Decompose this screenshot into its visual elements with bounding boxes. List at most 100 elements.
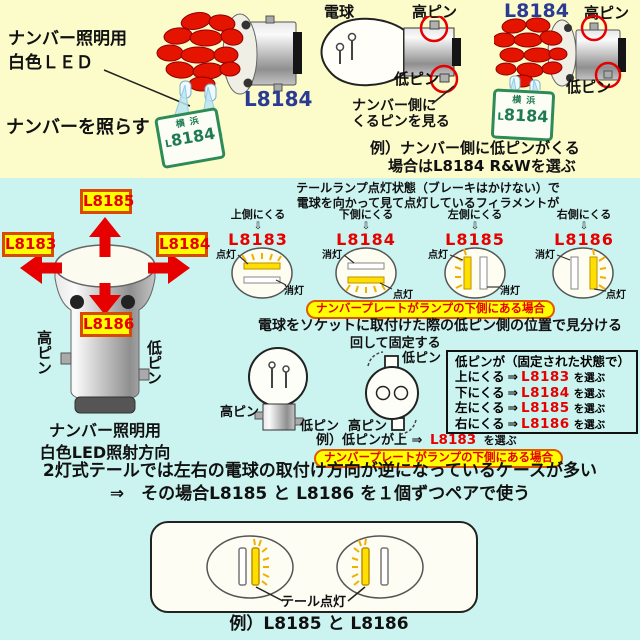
socket-example-line: 例）低ピンが上 ⇒ L8183 を選ぶ [316, 432, 517, 449]
low-pin-label-small-bulb: 低ピン [300, 419, 340, 434]
socket-example-suffix: を選ぶ [483, 434, 517, 447]
white-led-note-line1: ナンバー照明用 [8, 29, 127, 49]
filament-position: 右側にくる [556, 208, 612, 221]
filament-model: L8183 [228, 230, 288, 249]
down-arrow-icon: ⇩ [470, 221, 480, 232]
state-off-label: 消灯 [535, 250, 555, 261]
plate-digits: 8184 [503, 105, 549, 127]
tail-lit-label: テール点灯 [281, 595, 347, 610]
rule-model: L8186 [521, 415, 570, 432]
rule-arrow: ⇒ [507, 384, 518, 400]
pair-note-line1: 2灯式テールでは左右の電球の取付け方向が逆になっているケースが多い [42, 461, 598, 481]
state-lit-label: 点灯 [428, 250, 448, 261]
direction-caption: ナンバー照明用 白色LED照射方向 [15, 420, 195, 464]
filament-intro: テールランプ点灯状態（ブレーキはかけない）で 電球を向かって見て点灯しているフィ… [218, 181, 638, 210]
white-led-note-line2: 白色ＬＥＤ [8, 53, 93, 73]
model-tag-up: L8185 [80, 189, 134, 214]
rule-position: 右にくる [455, 415, 505, 431]
top-example-line2: 場合はL8184 R&Wを選ぶ [388, 157, 576, 175]
rule-suffix: を選ぶ [573, 372, 606, 384]
led-bulb-left-illustration [156, 12, 302, 102]
note-pill-below-lamp-2: ナンバープレートがランプの下側にある場合 [314, 449, 563, 468]
rule-position: 下にくる [455, 384, 505, 400]
model-tag-down: L8186 [80, 312, 134, 337]
state-off-label: 消灯 [322, 250, 342, 261]
filament-position: 下側にくる [338, 208, 394, 221]
pointer-line-to-white-led [103, 69, 191, 107]
filament-column-bottom: 下側にくる ⇩ L8184 [314, 209, 418, 248]
rule-model: L8185 [521, 400, 570, 416]
socket-top-view-illustration [365, 351, 419, 435]
rule-suffix: を選ぶ [573, 387, 606, 400]
rule-model: L8183 [521, 369, 570, 385]
illuminate-plate-label: ナンバーを照らす [6, 117, 150, 138]
rule-arrow: ⇒ [507, 400, 518, 415]
model-tag-left: L8183 [2, 232, 56, 257]
filament-column-top: 上側にくる ⇩ L8183 [206, 209, 310, 248]
direction-caption-line1: ナンバー照明用 [48, 421, 161, 440]
state-lit-label: 点灯 [393, 290, 413, 301]
pair-note-line2: ⇒ その場合L8185 と L8186 を１個ずつペアで使う [109, 484, 531, 504]
low-pin-label-middle: 低ピン [394, 70, 440, 88]
model-tag-right: L8184 [156, 232, 210, 257]
high-pin-label-small-bulb: 高ピン [220, 405, 260, 420]
rule-model: L8184 [521, 384, 570, 401]
rule-suffix: を選ぶ [573, 418, 606, 431]
pin-note-line2: くるピンを見る [352, 114, 450, 130]
socket-example-model: L8183 [429, 432, 477, 448]
direction-caption-line2: 白色LED照射方向 [39, 443, 171, 462]
filament-model: L8185 [445, 230, 505, 249]
license-plate-left: 横浜 L8184 [153, 106, 227, 170]
filament-column-right: 右側にくる ⇩ L8186 [532, 209, 636, 248]
state-lit-label: 点灯 [606, 290, 626, 301]
filament-intro-line2: 電球を向かって見て点灯しているフィラメントが [296, 195, 560, 210]
high-pin-label-socket: 高ピン [348, 419, 388, 434]
low-pin-label-socket: 低ピン [402, 351, 442, 366]
top-example-line1: 例）ナンバー側に低ピンがくる [370, 139, 580, 157]
socket-example-prefix: 例）低ピンが上 ⇒ [316, 433, 423, 448]
filament-position: 左側にくる [447, 208, 503, 221]
glass-bulb-illustration [320, 16, 461, 94]
plate-number: L8184 [495, 105, 552, 127]
pair-caption: 例）L8185 と L8186 [229, 614, 409, 634]
filament-column-left: 左側にくる ⇩ L8185 [423, 209, 527, 248]
down-arrow-icon: ⇩ [253, 221, 263, 232]
low-pin-label-right: 低ピン [566, 78, 612, 96]
pin-note-line1: ナンバー側に [352, 98, 436, 114]
bulb-word-label: 電球 [324, 3, 355, 21]
filament-intro-line1: テールランプ点灯状態（ブレーキはかけない）で [296, 181, 560, 195]
filament-position: 上側にくる [230, 208, 286, 221]
high-pin-vertical-label: 高ピン [35, 330, 53, 375]
rule-suffix: を選ぶ [573, 403, 606, 415]
filament-model: L8184 [336, 230, 396, 249]
filament-circles-illustration [231, 247, 614, 299]
state-off-label: 消灯 [284, 286, 304, 297]
down-arrow-icon: ⇩ [579, 221, 589, 232]
product-code-left: L8184 [244, 87, 313, 111]
license-plate-right: 横浜 L8184 [490, 88, 556, 142]
down-arrow-icon: ⇩ [361, 221, 371, 232]
rule-position: 上にくる [455, 369, 505, 384]
high-pin-label-middle: 高ピン [412, 3, 458, 21]
note-pill-below-lamp-1: ナンバープレートがランプの下側にある場合 [306, 300, 555, 319]
rule-arrow: ⇒ [507, 369, 518, 384]
rule-arrow: ⇒ [507, 415, 518, 431]
rule-position: 左にくる [455, 400, 505, 415]
low-pin-vertical-label: 低ピン [145, 340, 163, 385]
tail-lamp-pair-illustration [206, 535, 424, 602]
rule-box-header: 低ピンが（固定された状態で） [455, 354, 631, 369]
small-glass-bulb-illustration [248, 347, 308, 431]
socket-section-title: 電球をソケットに取付けた際の低ピン側の位置で見分ける [258, 318, 622, 334]
pointer-line-to-low-pin [431, 85, 455, 105]
state-lit-label: 点灯 [216, 250, 236, 261]
rotate-to-fix-label: 回して固定する [350, 336, 441, 351]
state-off-label: 消灯 [500, 286, 520, 297]
high-pin-label-right: 高ピン [584, 4, 630, 22]
product-code-right: L8184 [504, 0, 569, 22]
